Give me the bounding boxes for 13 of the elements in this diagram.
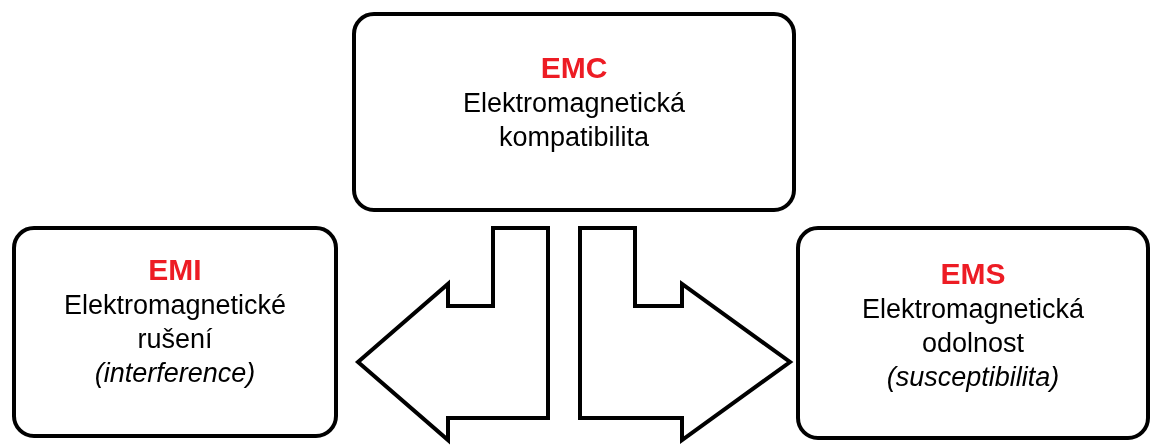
- box-title: EMS: [940, 256, 1006, 292]
- box-note: (interference): [94, 357, 256, 390]
- process-box: [352, 12, 796, 212]
- process-box: [12, 226, 338, 438]
- box-description: Elektromagnetická kompatibilita: [461, 87, 687, 154]
- process-box: [796, 226, 1150, 440]
- box-description: Elektromagnetická odolnost: [860, 293, 1086, 360]
- block-arrow: [354, 226, 550, 445]
- box-title: EMI: [148, 252, 202, 288]
- block-arrow: [578, 226, 794, 444]
- box-title: EMC: [540, 50, 608, 86]
- box-description: Elektromagnetické rušení: [62, 289, 288, 356]
- box-note: (susceptibilita): [886, 361, 1060, 394]
